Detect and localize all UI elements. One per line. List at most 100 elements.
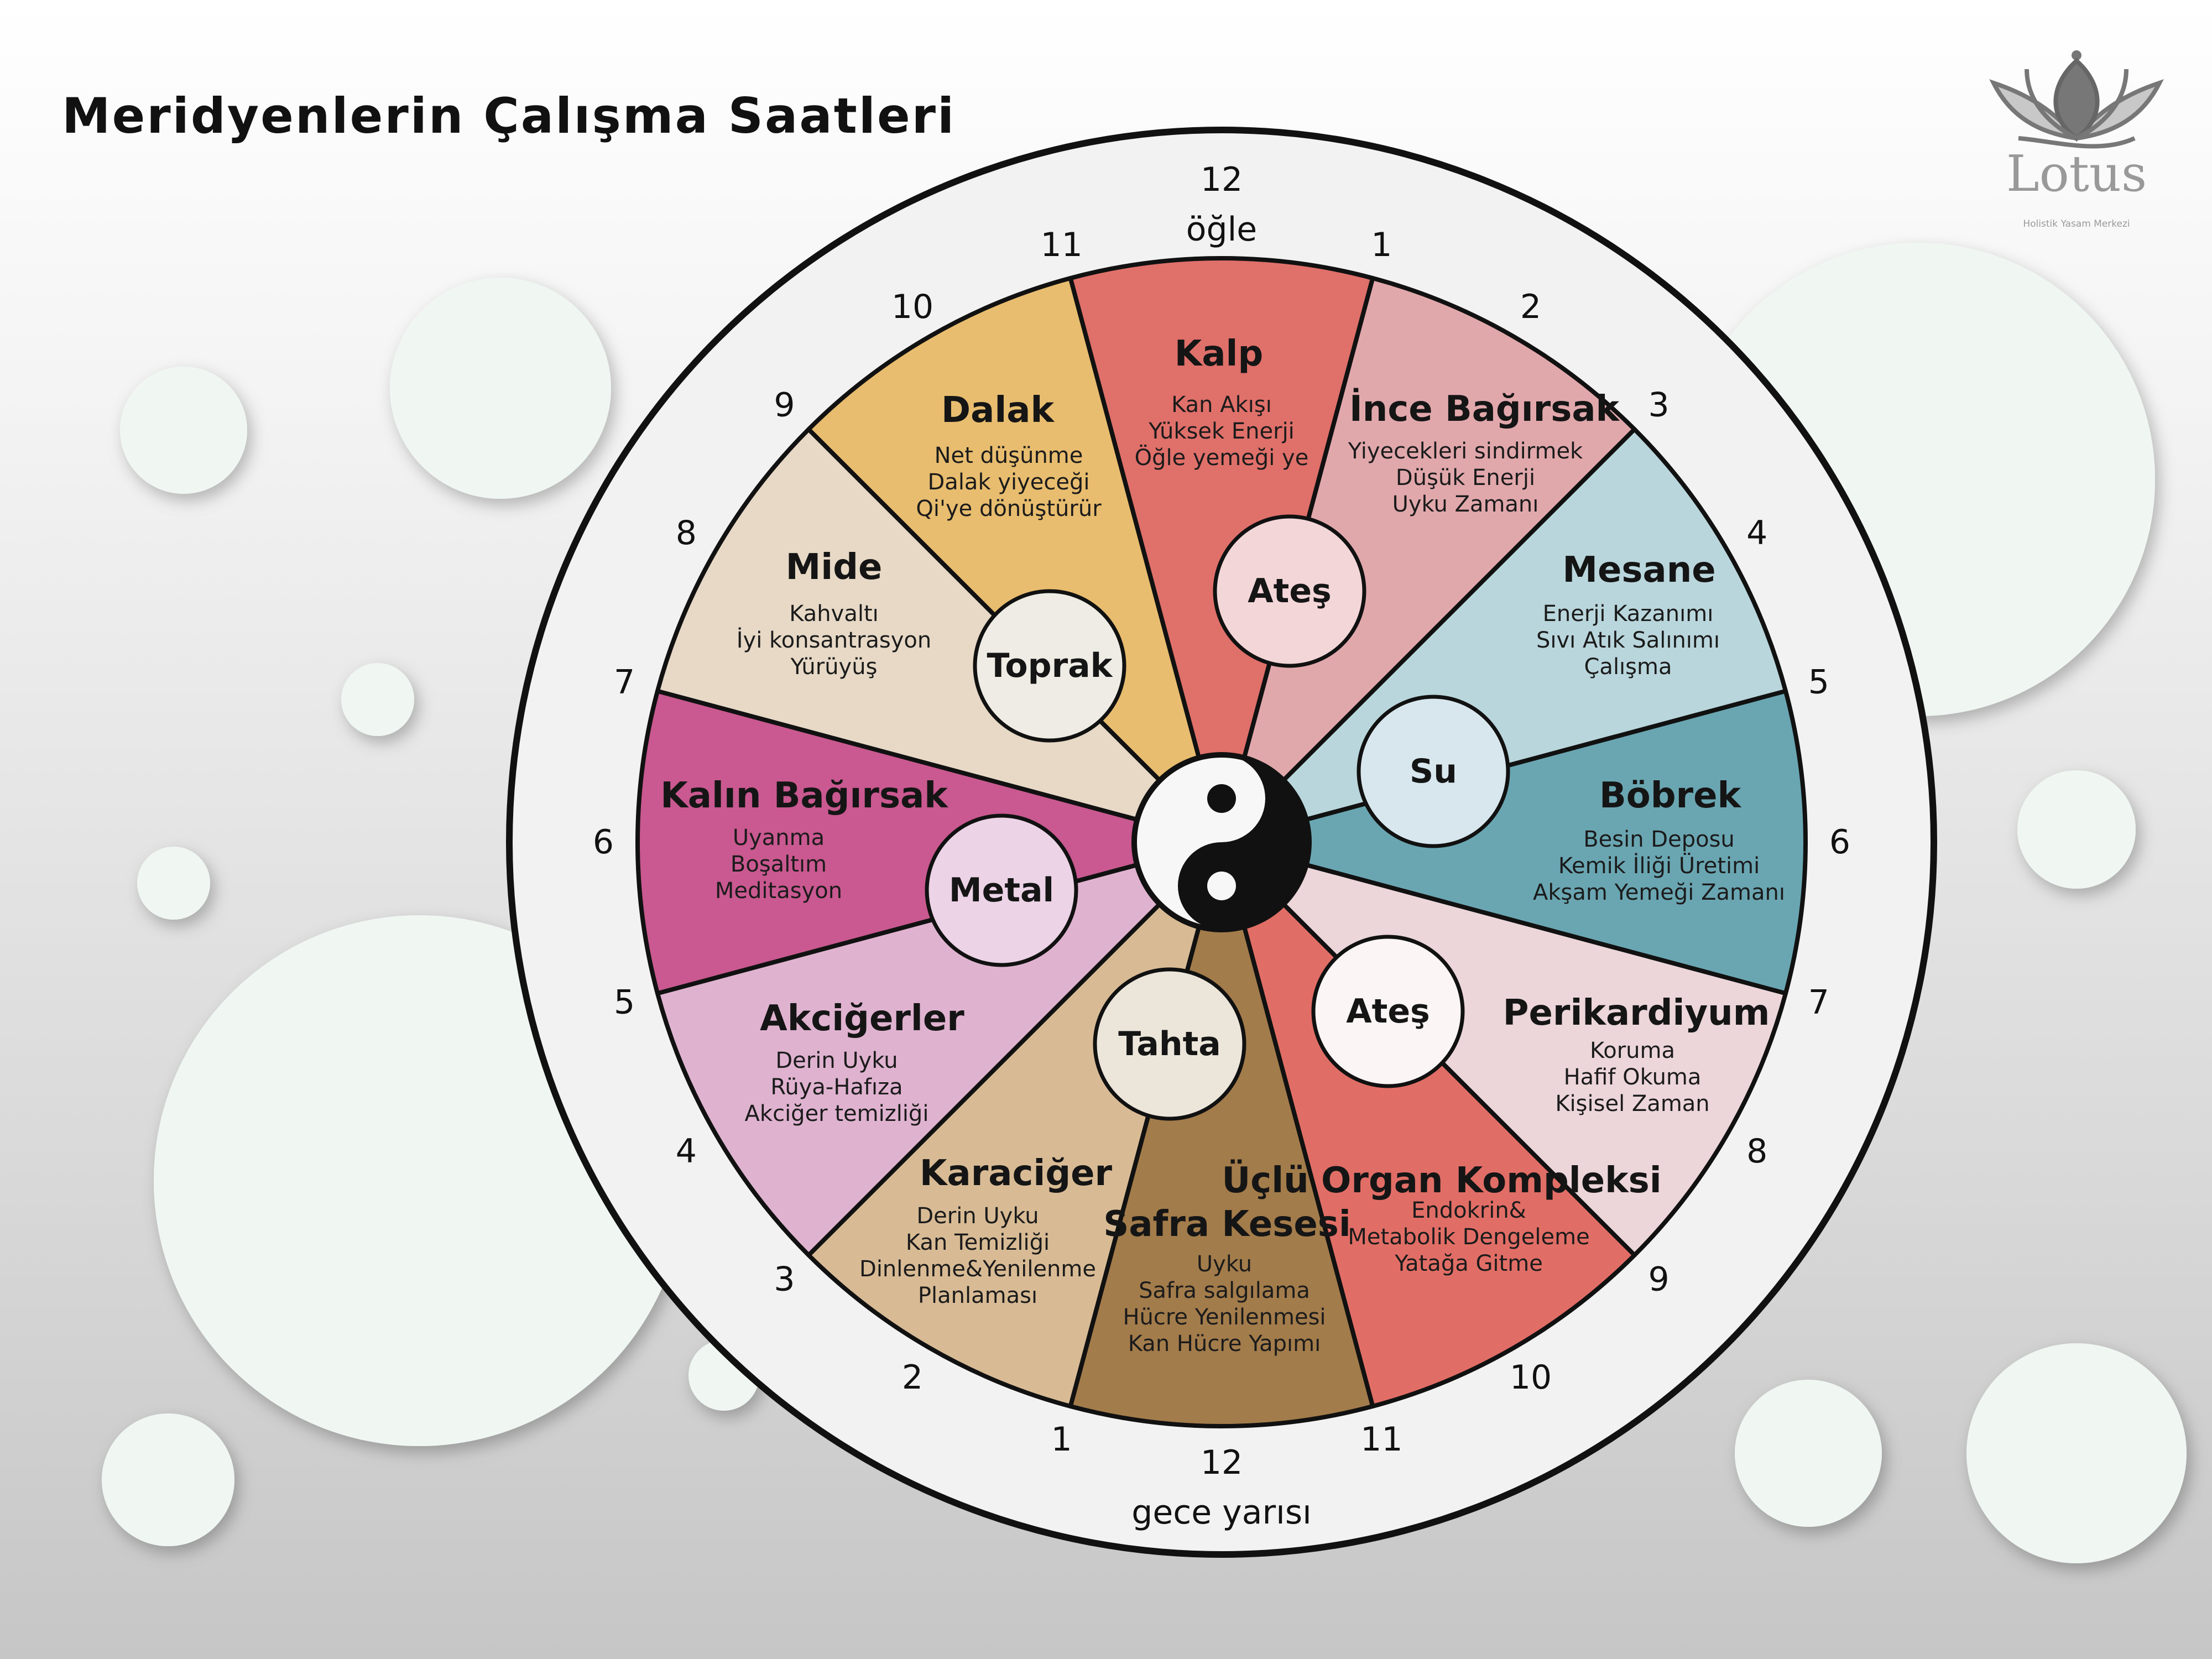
meridian-description: Yatağa Gitme: [1394, 1251, 1543, 1276]
meridian-description: İyi konsantrasyon: [737, 627, 932, 653]
hour-number: 4: [1746, 514, 1767, 552]
bubble: [137, 847, 210, 920]
noon-number: 12: [1201, 160, 1243, 199]
element-name: Metal: [949, 871, 1054, 910]
meridian-description: Öğle yemeği ye: [1135, 444, 1309, 471]
element-circle: [973, 589, 1126, 743]
hour-number: 5: [614, 983, 635, 1021]
meridian-description: Dinlenme&Yenilenme: [859, 1256, 1096, 1282]
meridian-description: Kemik İliği Üretimi: [1558, 852, 1760, 879]
element-name: Ateş: [1346, 992, 1430, 1031]
meridian-description: Hücre Yenilenmesi: [1123, 1305, 1326, 1330]
element-circle: [925, 813, 1078, 967]
element-name: Tahta: [1118, 1025, 1221, 1063]
hour-number: 8: [1746, 1132, 1767, 1171]
meridian-name: Dalak: [941, 390, 1055, 431]
meridian-name: İnce Bağırsak: [1349, 388, 1620, 430]
meridian-wedge: [806, 275, 1224, 844]
meridian-name: Perikardiyum: [1503, 993, 1770, 1034]
meridian-name: Safra Kesesi: [1103, 1204, 1351, 1245]
meridian-name: Mesane: [1562, 550, 1715, 591]
meridian-description: Net düşünme: [935, 443, 1083, 468]
bubble: [341, 663, 414, 736]
meridian-description: Uyanma: [733, 825, 825, 851]
hour-number: 11: [1360, 1420, 1402, 1459]
meridian-description: Endokrin&: [1411, 1198, 1526, 1223]
element-circle: [1213, 514, 1366, 668]
bubble: [390, 278, 611, 499]
meridian-name: Karaciğer: [920, 1153, 1113, 1194]
noon-label: öğle: [1186, 210, 1257, 249]
meridian-wedge: [655, 840, 1224, 1258]
hour-number: 9: [1648, 1260, 1669, 1299]
meridian-name: Böbrek: [1599, 775, 1742, 816]
meridian-wedge: [635, 688, 1224, 996]
meridian-description: Kahvaltı: [789, 601, 878, 627]
hour-number: 5: [1808, 663, 1829, 702]
meridian-description: Kişisel Zaman: [1555, 1091, 1709, 1117]
logo-tagline: Holistik Yasam Merkezi: [2023, 218, 2130, 229]
bubble: [120, 367, 247, 494]
meridian-description: Enerji Kazanımı: [1543, 601, 1714, 627]
meridian-wedge: [1219, 688, 1808, 996]
meridian-description: Kan Akışı: [1171, 392, 1272, 418]
hour-number: 6: [1829, 823, 1850, 862]
meridian-description: Yiyecekleri sindirmek: [1348, 439, 1583, 464]
hour-number: 7: [614, 663, 635, 702]
hour-number: 4: [676, 1132, 697, 1171]
hour-number: 1: [1051, 1420, 1072, 1459]
meridian-description: Metabolik Dengeleme: [1348, 1224, 1589, 1250]
meridian-description: Meditasyon: [715, 878, 842, 904]
meridian-description: Koruma: [1590, 1038, 1675, 1063]
bubble: [102, 1413, 234, 1546]
meridian-description: Yürüyüş: [790, 654, 878, 680]
element-circle: [1311, 935, 1465, 1088]
meridian-description: Rüya-Hafıza: [770, 1074, 902, 1100]
meridian-wedge: [1068, 840, 1375, 1428]
hour-number: 2: [1520, 288, 1541, 326]
element-name: Su: [1410, 752, 1457, 791]
logo-name: Lotus: [2006, 145, 2147, 203]
hour-number: 10: [1510, 1358, 1552, 1397]
meridian-wedge: [655, 427, 1224, 844]
meridian-description: Uyku Zamanı: [1392, 492, 1539, 517]
bubble: [1735, 1380, 1882, 1527]
yin-yang-icon: [1131, 752, 1312, 932]
hour-number: 2: [902, 1358, 923, 1397]
meridian-wedge: [1068, 256, 1375, 844]
meridian-description: Kan Hücre Yapımı: [1128, 1331, 1321, 1357]
meridian-wedge: [1219, 427, 1788, 844]
midnight-number: 12: [1201, 1443, 1243, 1482]
meridian-description: Boşaltım: [731, 852, 827, 877]
hour-number: 10: [891, 288, 933, 326]
meridian-wedge: [806, 840, 1224, 1409]
page-title: Meridyenlerin Çalışma Saatleri: [62, 87, 956, 144]
meridian-description: Sıvı Atık Salınımı: [1536, 628, 1720, 653]
element-circle: [1357, 695, 1510, 848]
bubble: [2017, 770, 2136, 889]
hour-number: 11: [1040, 226, 1082, 264]
hour-number: 3: [1648, 385, 1669, 424]
lotus-logo: Lotus Holistik Yasam Merkezi: [1989, 50, 2164, 229]
meridian-description: Derin Uyku: [916, 1203, 1039, 1229]
meridian-name: Mide: [786, 547, 883, 588]
hour-number: 6: [593, 823, 614, 862]
midnight-label: gece yarısı: [1131, 1493, 1312, 1532]
meridian-description: Hafif Okuma: [1564, 1065, 1702, 1090]
hour-number: 7: [1808, 983, 1829, 1021]
meridian-description: Kan Temizliği: [906, 1230, 1050, 1255]
meridian-wedge: [1219, 275, 1637, 844]
meridian-description: Besin Deposu: [1583, 827, 1735, 852]
element-name: Toprak: [987, 646, 1113, 685]
meridian-name: Kalp: [1175, 333, 1264, 374]
meridian-description: Derin Uyku: [775, 1048, 898, 1073]
bubble: [1966, 1343, 2187, 1563]
meridian-description: Akciğer temizliği: [745, 1101, 929, 1126]
hour-number: 3: [774, 1260, 795, 1299]
element-name: Ateş: [1248, 572, 1332, 611]
meridian-description: Dalak yiyeceği: [928, 469, 1090, 495]
